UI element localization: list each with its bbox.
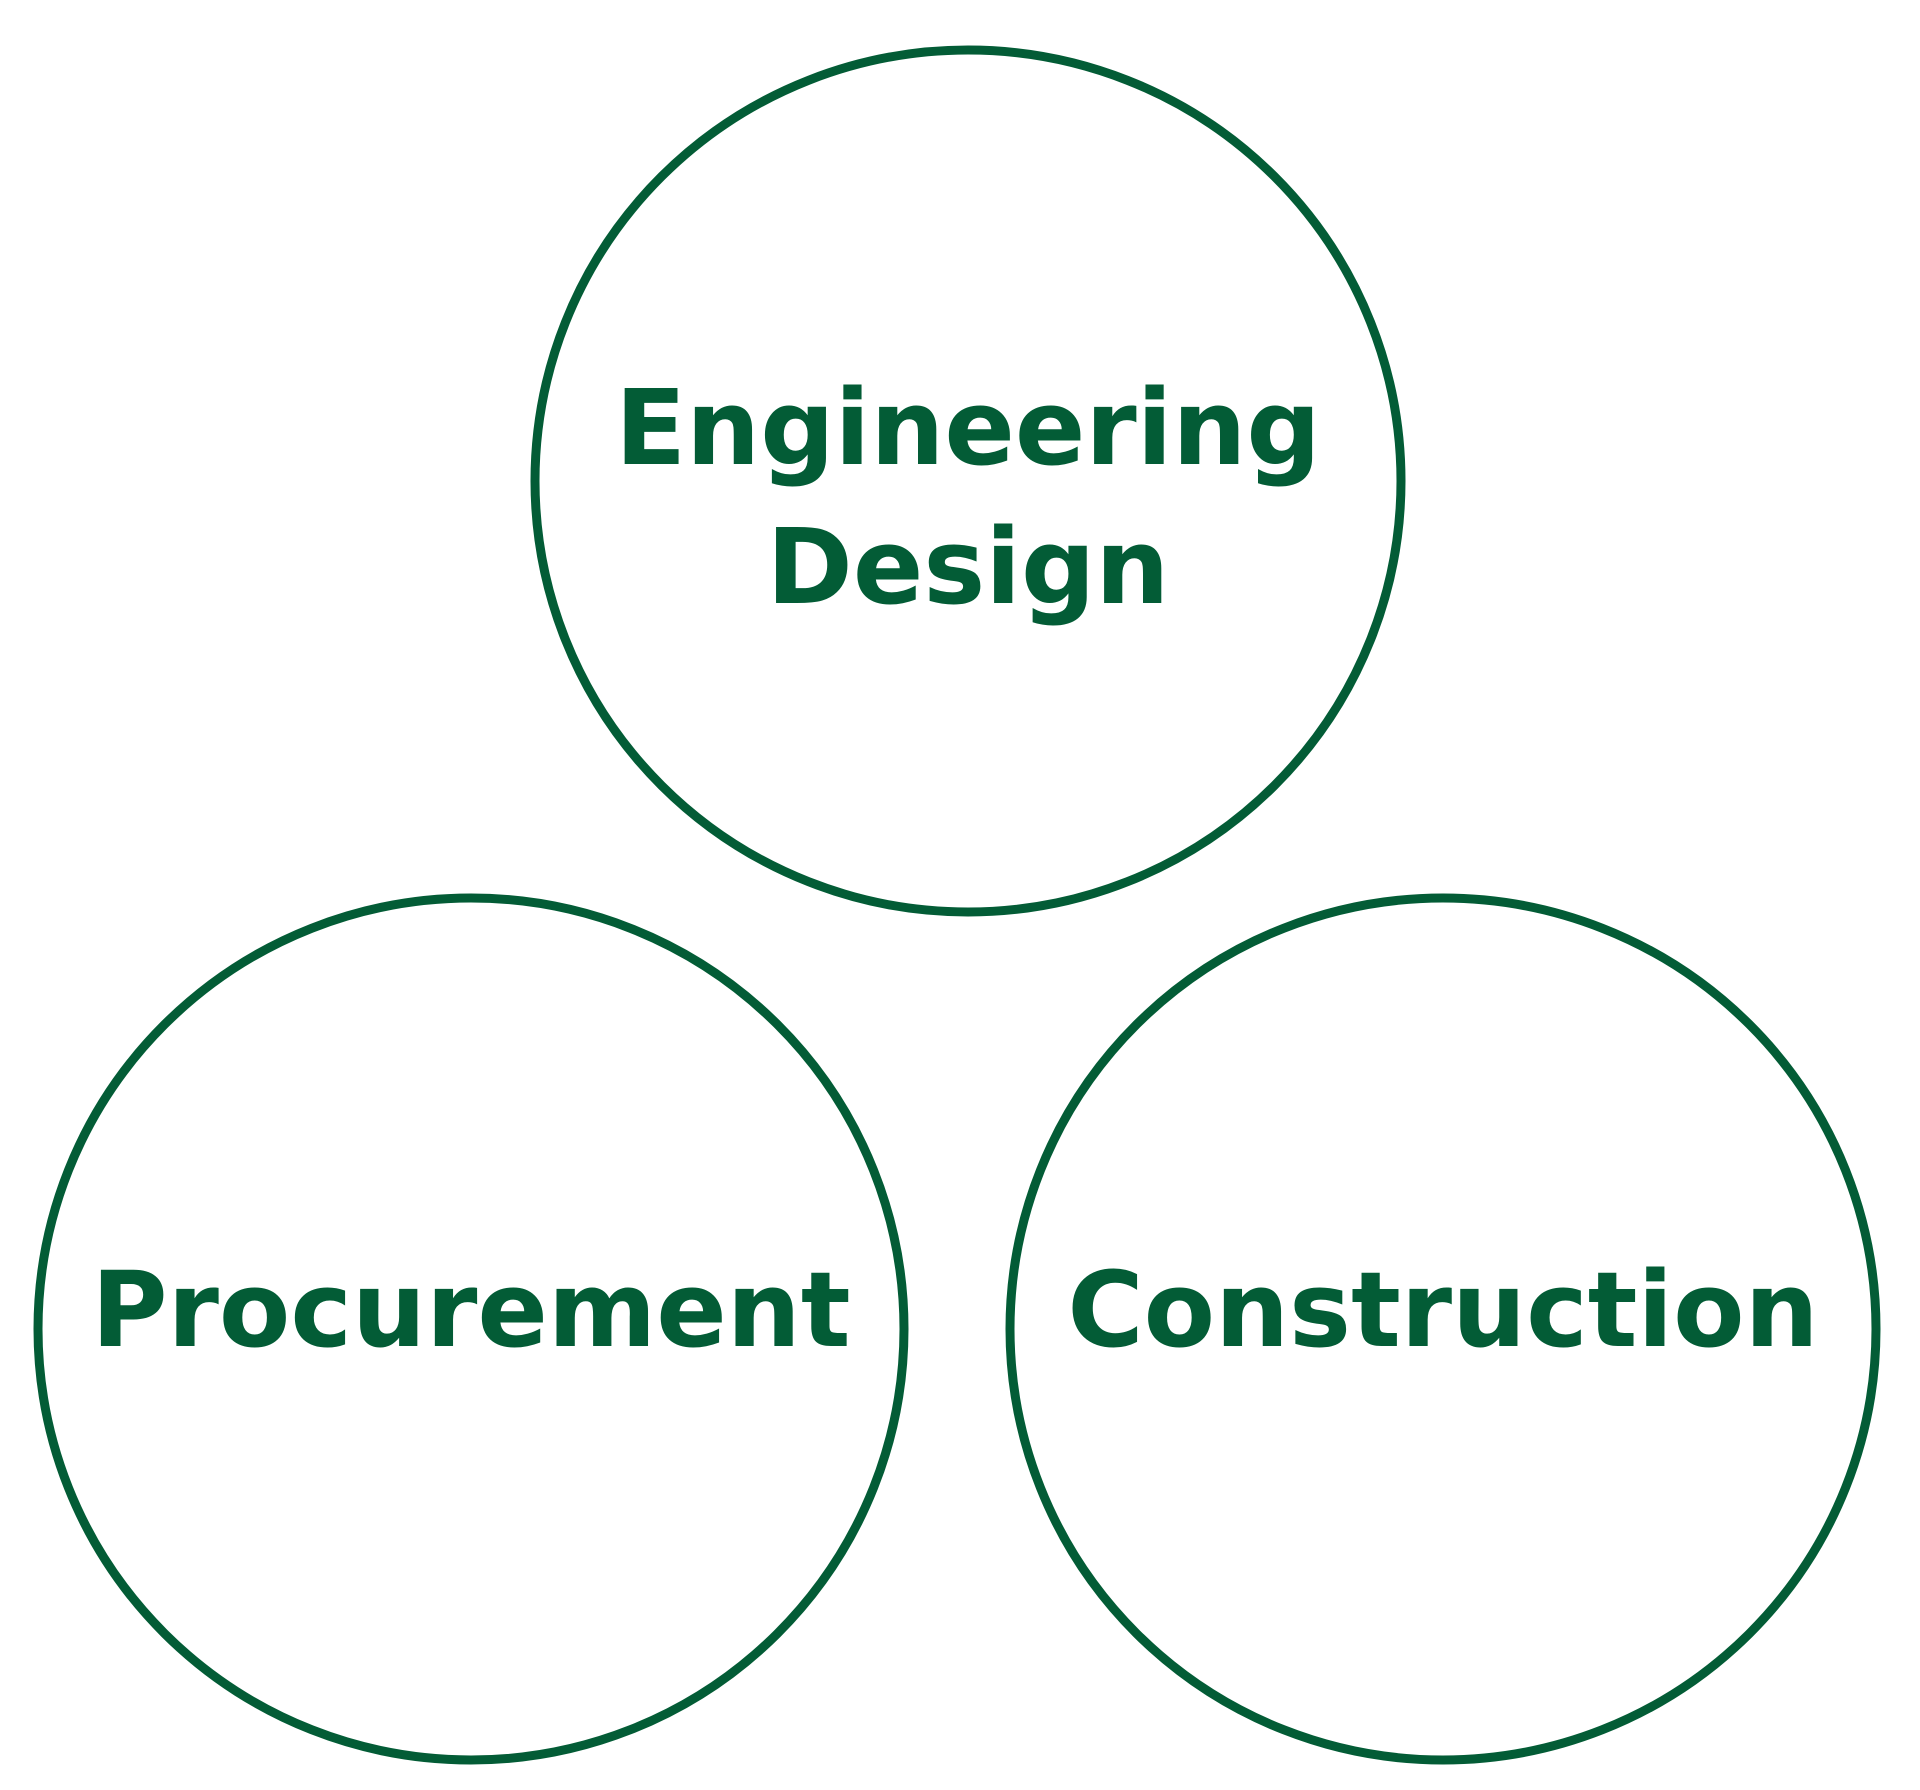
node-construction: Construction <box>1005 893 1881 1765</box>
procurement-circle <box>33 893 909 1765</box>
engineering-design-label-line-1: Engineering <box>615 367 1321 489</box>
node-engineering-design: Engineering Design <box>530 45 1406 917</box>
procurement-label: Procurement <box>91 1249 850 1371</box>
node-procurement: Procurement <box>33 893 909 1765</box>
engineering-design-label-line-2: Design <box>767 506 1170 628</box>
construction-label: Construction <box>1067 1249 1818 1371</box>
construction-circle <box>1005 893 1881 1765</box>
engineering-design-circle <box>530 45 1406 917</box>
